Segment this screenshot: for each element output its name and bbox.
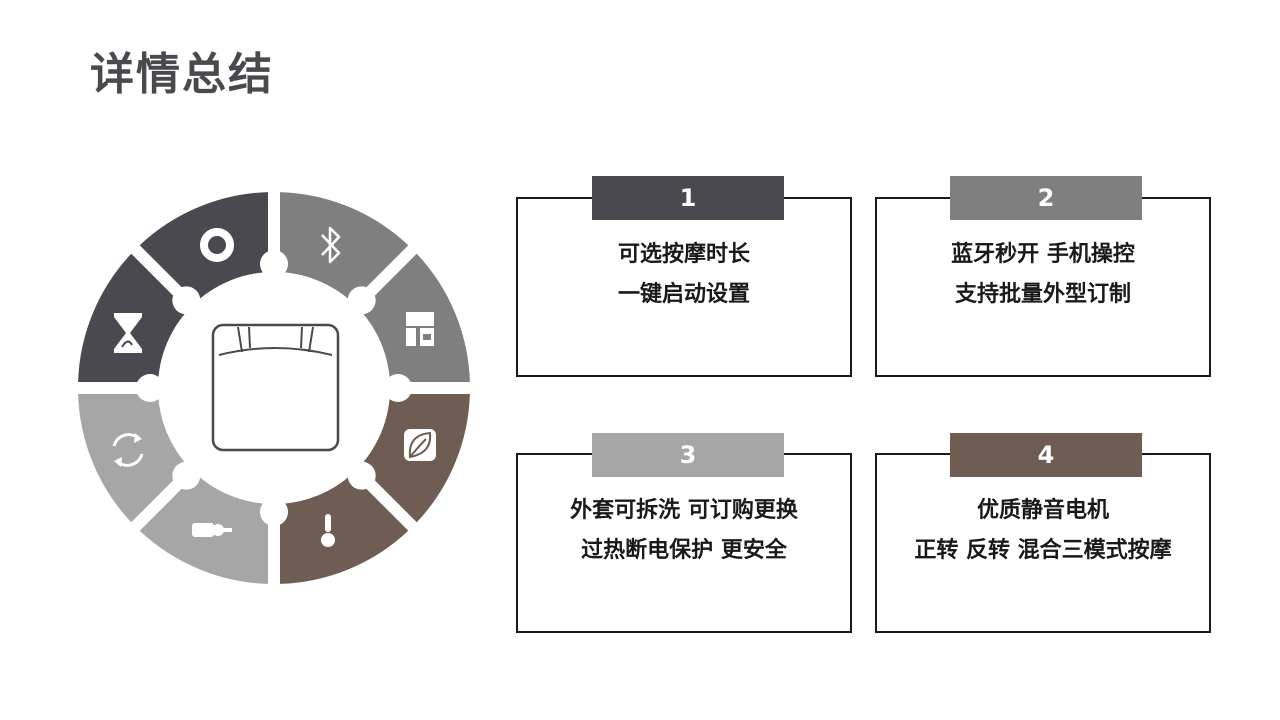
gear-tooth — [136, 374, 164, 402]
motor-icon — [192, 523, 232, 537]
cushion-icon — [211, 323, 340, 452]
card-line: 正转 反转 混合三模式按摩 — [914, 538, 1172, 563]
card-line: 外套可拆洗 可订购更换 — [570, 498, 798, 523]
wheel-segment — [279, 474, 409, 584]
feature-card-3: 外套可拆洗 可订购更换 过热断电保护 更安全 — [516, 453, 852, 633]
page-title: 详情总结 — [90, 49, 274, 100]
center-hub — [211, 323, 340, 452]
card-line: 优质静音电机 — [976, 498, 1109, 523]
bluetooth-icon — [321, 226, 341, 264]
gear-tooth — [260, 498, 288, 526]
thermometer-icon — [321, 514, 335, 547]
power-ring-icon — [200, 228, 234, 262]
wheel-segment — [78, 393, 188, 523]
card-line: 过热断电保护 更安全 — [581, 538, 787, 563]
refresh-icon — [112, 433, 144, 467]
leaf-icon — [404, 429, 436, 461]
gear-tooth — [384, 374, 412, 402]
card-number-tab-4: 4 — [950, 433, 1142, 477]
feature-card-4: 优质静音电机 正转 反转 混合三模式按摩 — [875, 453, 1211, 633]
cup-icon — [406, 312, 434, 346]
feature-card-2: 蓝牙秒开 手机操控 支持批量外型订制 — [875, 197, 1211, 377]
card-line: 可选按摩时长 — [617, 242, 750, 267]
card-number-tab-3: 3 — [592, 433, 784, 477]
cushion-top-line — [218, 347, 333, 356]
feature-card-1: 可选按摩时长 一键启动设置 — [516, 197, 852, 377]
gear-tooth — [260, 250, 288, 278]
wheel-segment — [279, 192, 409, 302]
card-line: 支持批量外型订制 — [954, 282, 1131, 307]
card-number-tab-1: 1 — [592, 176, 784, 220]
card-number-tab-2: 2 — [950, 176, 1142, 220]
feature-wheel — [78, 192, 470, 584]
hourglass-icon — [114, 313, 142, 353]
card-line: 一键启动设置 — [617, 282, 750, 307]
card-line: 蓝牙秒开 手机操控 — [951, 242, 1135, 267]
